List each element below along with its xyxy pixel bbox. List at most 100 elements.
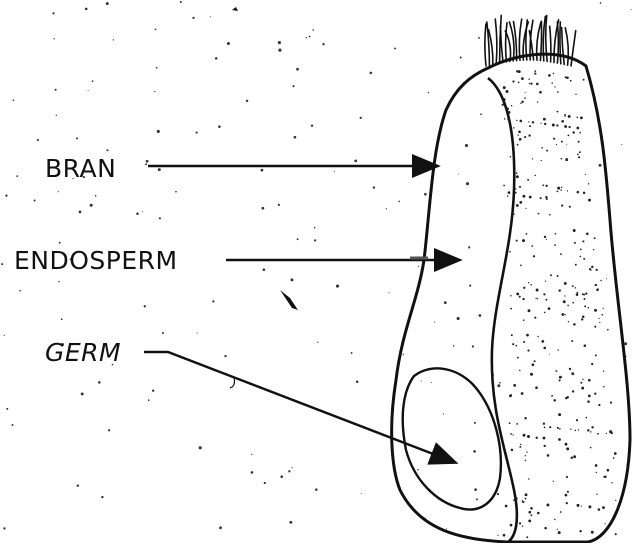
stipple-dot (507, 467, 508, 468)
stipple-dot (560, 253, 562, 255)
stipple-dot (530, 507, 533, 510)
stipple-dot (517, 144, 519, 146)
speckle-dot (446, 528, 447, 529)
stipple-dot (527, 179, 529, 181)
stipple-dot (539, 91, 542, 94)
stipple-dot (613, 457, 615, 459)
stipple-dot (544, 123, 546, 125)
stipple-dot (544, 527, 547, 530)
speckle-dot (525, 92, 526, 93)
stipple-dot (549, 214, 551, 216)
germ-outline (403, 368, 501, 509)
stipple-dot (515, 497, 517, 499)
stipple-dot (511, 105, 513, 107)
stray-mark (230, 378, 235, 388)
stipple-dot (557, 427, 559, 429)
stipple-dot (558, 413, 561, 416)
stipple-dot (534, 73, 536, 75)
stipple-dot (522, 195, 525, 198)
speckle-dot (280, 475, 283, 478)
stipple-dot (517, 357, 519, 359)
stipple-dot (617, 507, 619, 509)
stipple-dot (524, 136, 526, 138)
stipple-dot (535, 298, 536, 299)
stipple-dot (537, 101, 538, 102)
stipple-dot (588, 199, 591, 202)
stipple-dot (545, 196, 547, 198)
stipple-dot (519, 201, 522, 204)
stipple-dot (540, 123, 541, 124)
stipple-dot (522, 501, 524, 503)
speckle-dot (297, 238, 299, 240)
stipple-dot (588, 307, 590, 309)
stipple-dot (532, 363, 535, 366)
speckle-dot (294, 136, 297, 139)
speckle-dot (136, 212, 139, 215)
stipple-dot (594, 309, 597, 312)
stipple-dot (590, 447, 592, 449)
speckle-dot (453, 345, 455, 347)
stipple-dot (576, 419, 578, 421)
speckle-dot (278, 204, 280, 206)
speckle-dot (474, 422, 476, 424)
stipple-dot (569, 126, 571, 128)
stipple-dot (567, 190, 568, 191)
stipple-dot (508, 191, 511, 194)
stipple-dot (516, 120, 517, 121)
stipple-dot (532, 121, 534, 123)
stipple-dot (577, 154, 579, 156)
speckle-dot (263, 268, 266, 271)
speckle-dot (58, 281, 60, 283)
stipple-dot (531, 83, 533, 85)
stipple-dot (561, 158, 563, 160)
stipple-dot (555, 233, 557, 235)
stipple-dot (581, 387, 584, 390)
stipple-dot (577, 191, 580, 194)
stipple-dot (551, 395, 553, 397)
speckle-dot (503, 185, 505, 187)
stipple-dot (578, 429, 579, 430)
stipple-dot (578, 156, 580, 158)
stipple-dot (595, 354, 597, 356)
speckle-dot (16, 175, 18, 177)
stipple-dot (561, 313, 564, 316)
stipple-dot (582, 240, 584, 242)
stipple-dot (554, 244, 556, 246)
stipple-dot (530, 284, 532, 286)
stipple-dot (510, 524, 513, 527)
stipple-dot (557, 191, 559, 193)
stipple-dot (559, 379, 561, 381)
speckle-dot (98, 381, 101, 384)
stipple-dot (510, 394, 512, 396)
speckle-dot (631, 9, 632, 10)
stipple-dot (544, 236, 546, 238)
stipple-dot (553, 138, 555, 140)
stipple-dot (511, 334, 513, 336)
stipple-dot (591, 426, 593, 428)
speckle-dot (315, 488, 318, 491)
stipple-dot (544, 427, 546, 429)
stipple-dot (580, 382, 582, 384)
speckle-dot (428, 92, 429, 93)
stipple-dot (543, 437, 546, 440)
stipple-dot (601, 314, 603, 316)
speckle-dot (370, 72, 373, 75)
stipple-dot (504, 118, 506, 120)
stipple-dot (586, 233, 589, 236)
speckle-dot (431, 382, 432, 383)
stipple-dot (572, 302, 574, 304)
stipple-dot (569, 368, 571, 370)
speckle-dot (466, 182, 469, 185)
stipple-dot (579, 132, 581, 134)
stipple-dot (525, 460, 527, 462)
stipple-dot (557, 187, 560, 190)
speckle-dot (158, 168, 161, 171)
stipple-dot (534, 175, 536, 177)
stipple-dot (510, 433, 512, 435)
speckle-dot (210, 16, 211, 17)
stipple-dot (564, 314, 565, 315)
stipple-dot (513, 499, 515, 501)
hair-strand (550, 26, 551, 62)
stipple-dot (526, 536, 528, 538)
hair-strand (562, 27, 565, 64)
